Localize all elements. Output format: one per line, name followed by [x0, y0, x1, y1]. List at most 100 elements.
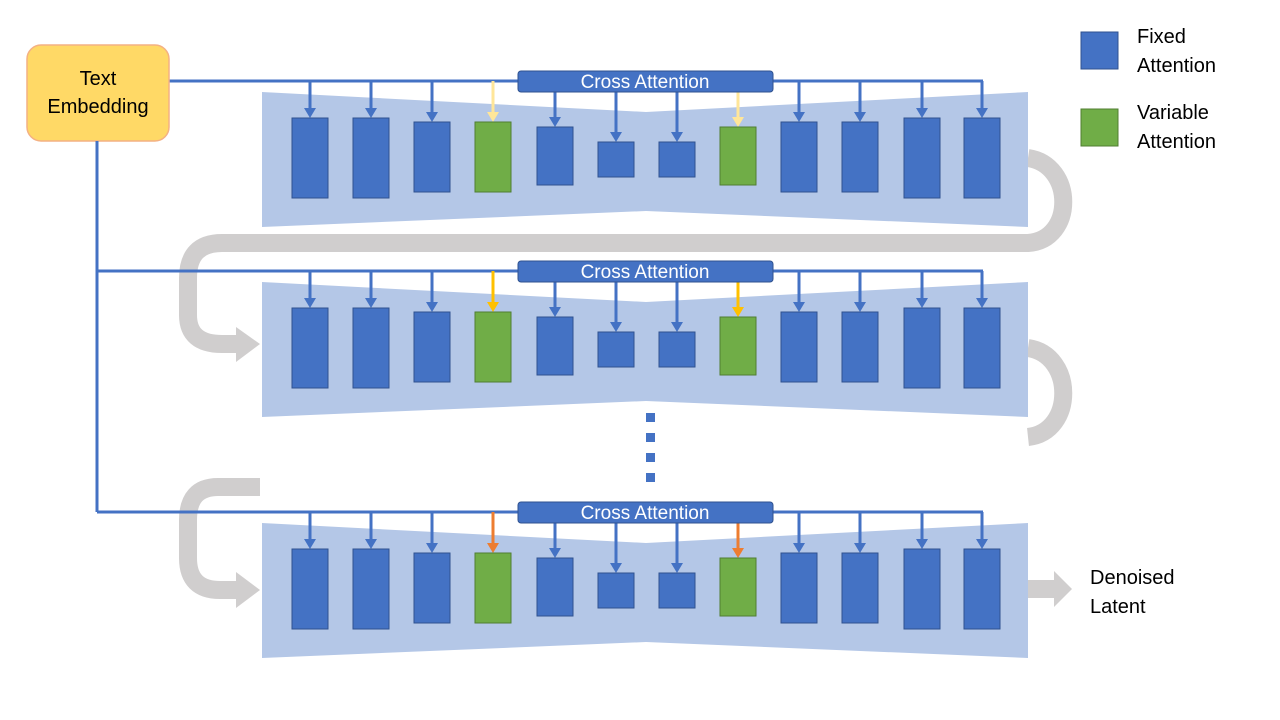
text-embedding-label-line2: Embedding — [47, 96, 148, 118]
ellipsis-dot — [646, 453, 655, 462]
variable-attention-block — [719, 557, 757, 617]
fixed-attention-block — [963, 117, 1001, 199]
arrowhead — [426, 302, 438, 312]
fixed-attention-block — [841, 121, 879, 193]
fixed-attention-block — [291, 307, 329, 389]
arrowhead — [732, 117, 744, 127]
fixed-attention-block — [903, 548, 941, 630]
arrowhead — [549, 117, 561, 127]
fixed-attention-block — [352, 307, 390, 389]
fixed-attention-block — [536, 316, 574, 376]
arrowhead — [487, 112, 499, 122]
flow-arrowhead — [236, 572, 260, 608]
arrowhead — [976, 298, 988, 308]
fixed-attention-block — [963, 307, 1001, 389]
legend-fixed-line1: Fixed — [1137, 26, 1186, 48]
fixed-attention-block — [658, 331, 696, 368]
ellipsis-dot — [646, 473, 655, 482]
arrowhead — [854, 543, 866, 553]
arrowhead — [732, 307, 744, 317]
arrowhead — [549, 548, 561, 558]
fixed-attention-block — [780, 311, 818, 383]
unet-band — [262, 92, 1028, 227]
fixed-attention-block — [536, 126, 574, 186]
fixed-attention-block — [780, 121, 818, 193]
denoised-latent-line2: Latent — [1090, 596, 1146, 618]
fixed-attention-block — [658, 572, 696, 609]
fixed-attention-block — [780, 552, 818, 624]
arrowhead — [426, 543, 438, 553]
legend-fixed-line2: Attention — [1137, 55, 1216, 77]
ellipsis-dots — [646, 413, 655, 482]
output-arrow-shaft — [1028, 580, 1056, 598]
flow-arrow-stage1-to-stage2 — [179, 149, 1073, 353]
arrowhead — [671, 563, 683, 573]
arrowhead — [976, 539, 988, 549]
arrowhead — [365, 108, 377, 118]
legend-variable-swatch — [1080, 108, 1119, 147]
arrowhead — [304, 108, 316, 118]
fixed-attention-block — [658, 141, 696, 178]
arrowhead — [426, 112, 438, 122]
text-embedding-group: Text Embedding — [26, 44, 170, 512]
arrowhead — [304, 539, 316, 549]
arrowhead — [610, 132, 622, 142]
fixed-attention-block — [597, 572, 635, 609]
arrowhead — [487, 543, 499, 553]
cross-attention-bar — [517, 70, 774, 93]
cross-attention-bar — [517, 260, 774, 283]
flow-arrow-stage2-exit — [1025, 339, 1073, 446]
arrowhead — [854, 112, 866, 122]
fixed-attention-block — [413, 552, 451, 624]
fixed-attention-block — [903, 307, 941, 389]
unet-band — [262, 523, 1028, 658]
variable-attention-block — [474, 121, 512, 193]
legend-variable-line1: Variable — [1137, 102, 1209, 124]
legend-variable-line2: Attention — [1137, 131, 1216, 153]
fixed-attention-block — [536, 557, 574, 617]
arrowhead — [854, 302, 866, 312]
fixed-attention-block — [352, 117, 390, 199]
flow-arrow-stage3-entry — [179, 478, 260, 599]
variable-attention-block — [719, 126, 757, 186]
arrowhead — [916, 108, 928, 118]
legend: Fixed Attention Variable Attention — [1080, 26, 1216, 153]
arrowhead — [793, 112, 805, 122]
fixed-attention-block — [413, 311, 451, 383]
cross-attention-bar — [517, 501, 774, 524]
fixed-attention-block — [413, 121, 451, 193]
fixed-attention-block — [963, 548, 1001, 630]
denoised-latent-line1: Denoised — [1090, 567, 1175, 589]
stage-2: Cross Attention — [97, 260, 1028, 417]
fixed-attention-block — [841, 311, 879, 383]
arrowhead — [365, 298, 377, 308]
fixed-attention-block — [597, 141, 635, 178]
arrowhead — [304, 298, 316, 308]
arrowhead — [671, 322, 683, 332]
flow-arrowhead — [236, 327, 260, 362]
arrowhead — [671, 132, 683, 142]
cross-attention-label: Cross Attention — [581, 72, 710, 93]
cross-attention-label: Cross Attention — [581, 503, 710, 524]
arrowhead — [487, 302, 499, 312]
output-arrowhead — [1054, 571, 1072, 607]
flow-arrows — [179, 149, 1073, 608]
arrowhead — [610, 563, 622, 573]
fixed-attention-block — [903, 117, 941, 199]
cross-attention-label: Cross Attention — [581, 262, 710, 283]
variable-attention-block — [719, 316, 757, 376]
text-embedding-box — [26, 44, 170, 142]
output-label: Denoised Latent — [1090, 567, 1175, 618]
fixed-attention-block — [291, 548, 329, 630]
ellipsis-dot — [646, 413, 655, 422]
arrowhead — [916, 539, 928, 549]
unet-band — [262, 282, 1028, 417]
arrowhead — [916, 298, 928, 308]
fixed-attention-block — [597, 331, 635, 368]
arrowhead — [793, 302, 805, 312]
stage-1: Cross Attention — [169, 70, 1028, 227]
stage-3: Cross Attention — [97, 501, 1028, 658]
arrowhead — [793, 543, 805, 553]
